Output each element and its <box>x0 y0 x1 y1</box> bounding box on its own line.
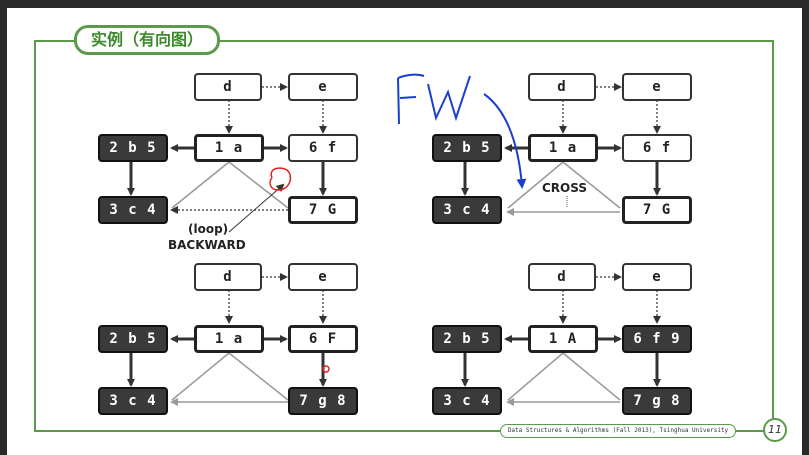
node-e: e <box>288 73 358 101</box>
slide-title: 实例（有向图） <box>74 25 221 55</box>
node-a: 1 A <box>528 325 598 353</box>
node-g: 7 G <box>622 196 692 224</box>
footer-course-label: Data Structures & Algorithms (Fall 2013)… <box>500 424 736 438</box>
node-g: 7 g 8 <box>622 387 692 415</box>
node-b: 2 b 5 <box>98 325 168 353</box>
node-c: 3 c 4 <box>98 387 168 415</box>
node-f: 6 f 9 <box>622 325 692 353</box>
node-e: e <box>622 73 692 101</box>
node-c: 3 c 4 <box>432 196 502 224</box>
node-f: 6 f <box>622 134 692 162</box>
node-d: d <box>194 73 262 101</box>
node-a: 1 a <box>528 134 598 162</box>
node-b: 2 b 5 <box>432 325 502 353</box>
node-f: 6 F <box>288 325 358 353</box>
node-g: 7 G <box>288 196 358 224</box>
node-d: d <box>528 73 596 101</box>
panel-4-edges <box>461 273 661 406</box>
page-number: 11 <box>763 418 787 442</box>
node-b: 2 b 5 <box>98 134 168 162</box>
window-right-bar <box>802 0 809 455</box>
node-a: 1 a <box>194 325 264 353</box>
panel-2-edges <box>397 73 661 216</box>
window-left-bar <box>0 0 7 455</box>
node-c: 3 c 4 <box>98 196 168 224</box>
panel-3-edges <box>127 273 330 406</box>
node-a: 1 a <box>194 134 264 162</box>
node-e: e <box>288 263 358 291</box>
node-d: d <box>528 263 596 291</box>
node-g: 7 g 8 <box>288 387 358 415</box>
node-e: e <box>622 263 692 291</box>
backward-label: BACKWARD <box>168 238 246 252</box>
node-c: 3 c 4 <box>432 387 502 415</box>
node-d: d <box>194 263 262 291</box>
window-top-bar <box>0 0 809 8</box>
panel-1-edges <box>127 83 327 233</box>
slide-frame <box>34 40 774 432</box>
node-f: 6 f <box>288 134 358 162</box>
cross-label: CROSS <box>542 181 587 195</box>
loop-label: (loop) <box>188 222 229 236</box>
node-b: 2 b 5 <box>432 134 502 162</box>
